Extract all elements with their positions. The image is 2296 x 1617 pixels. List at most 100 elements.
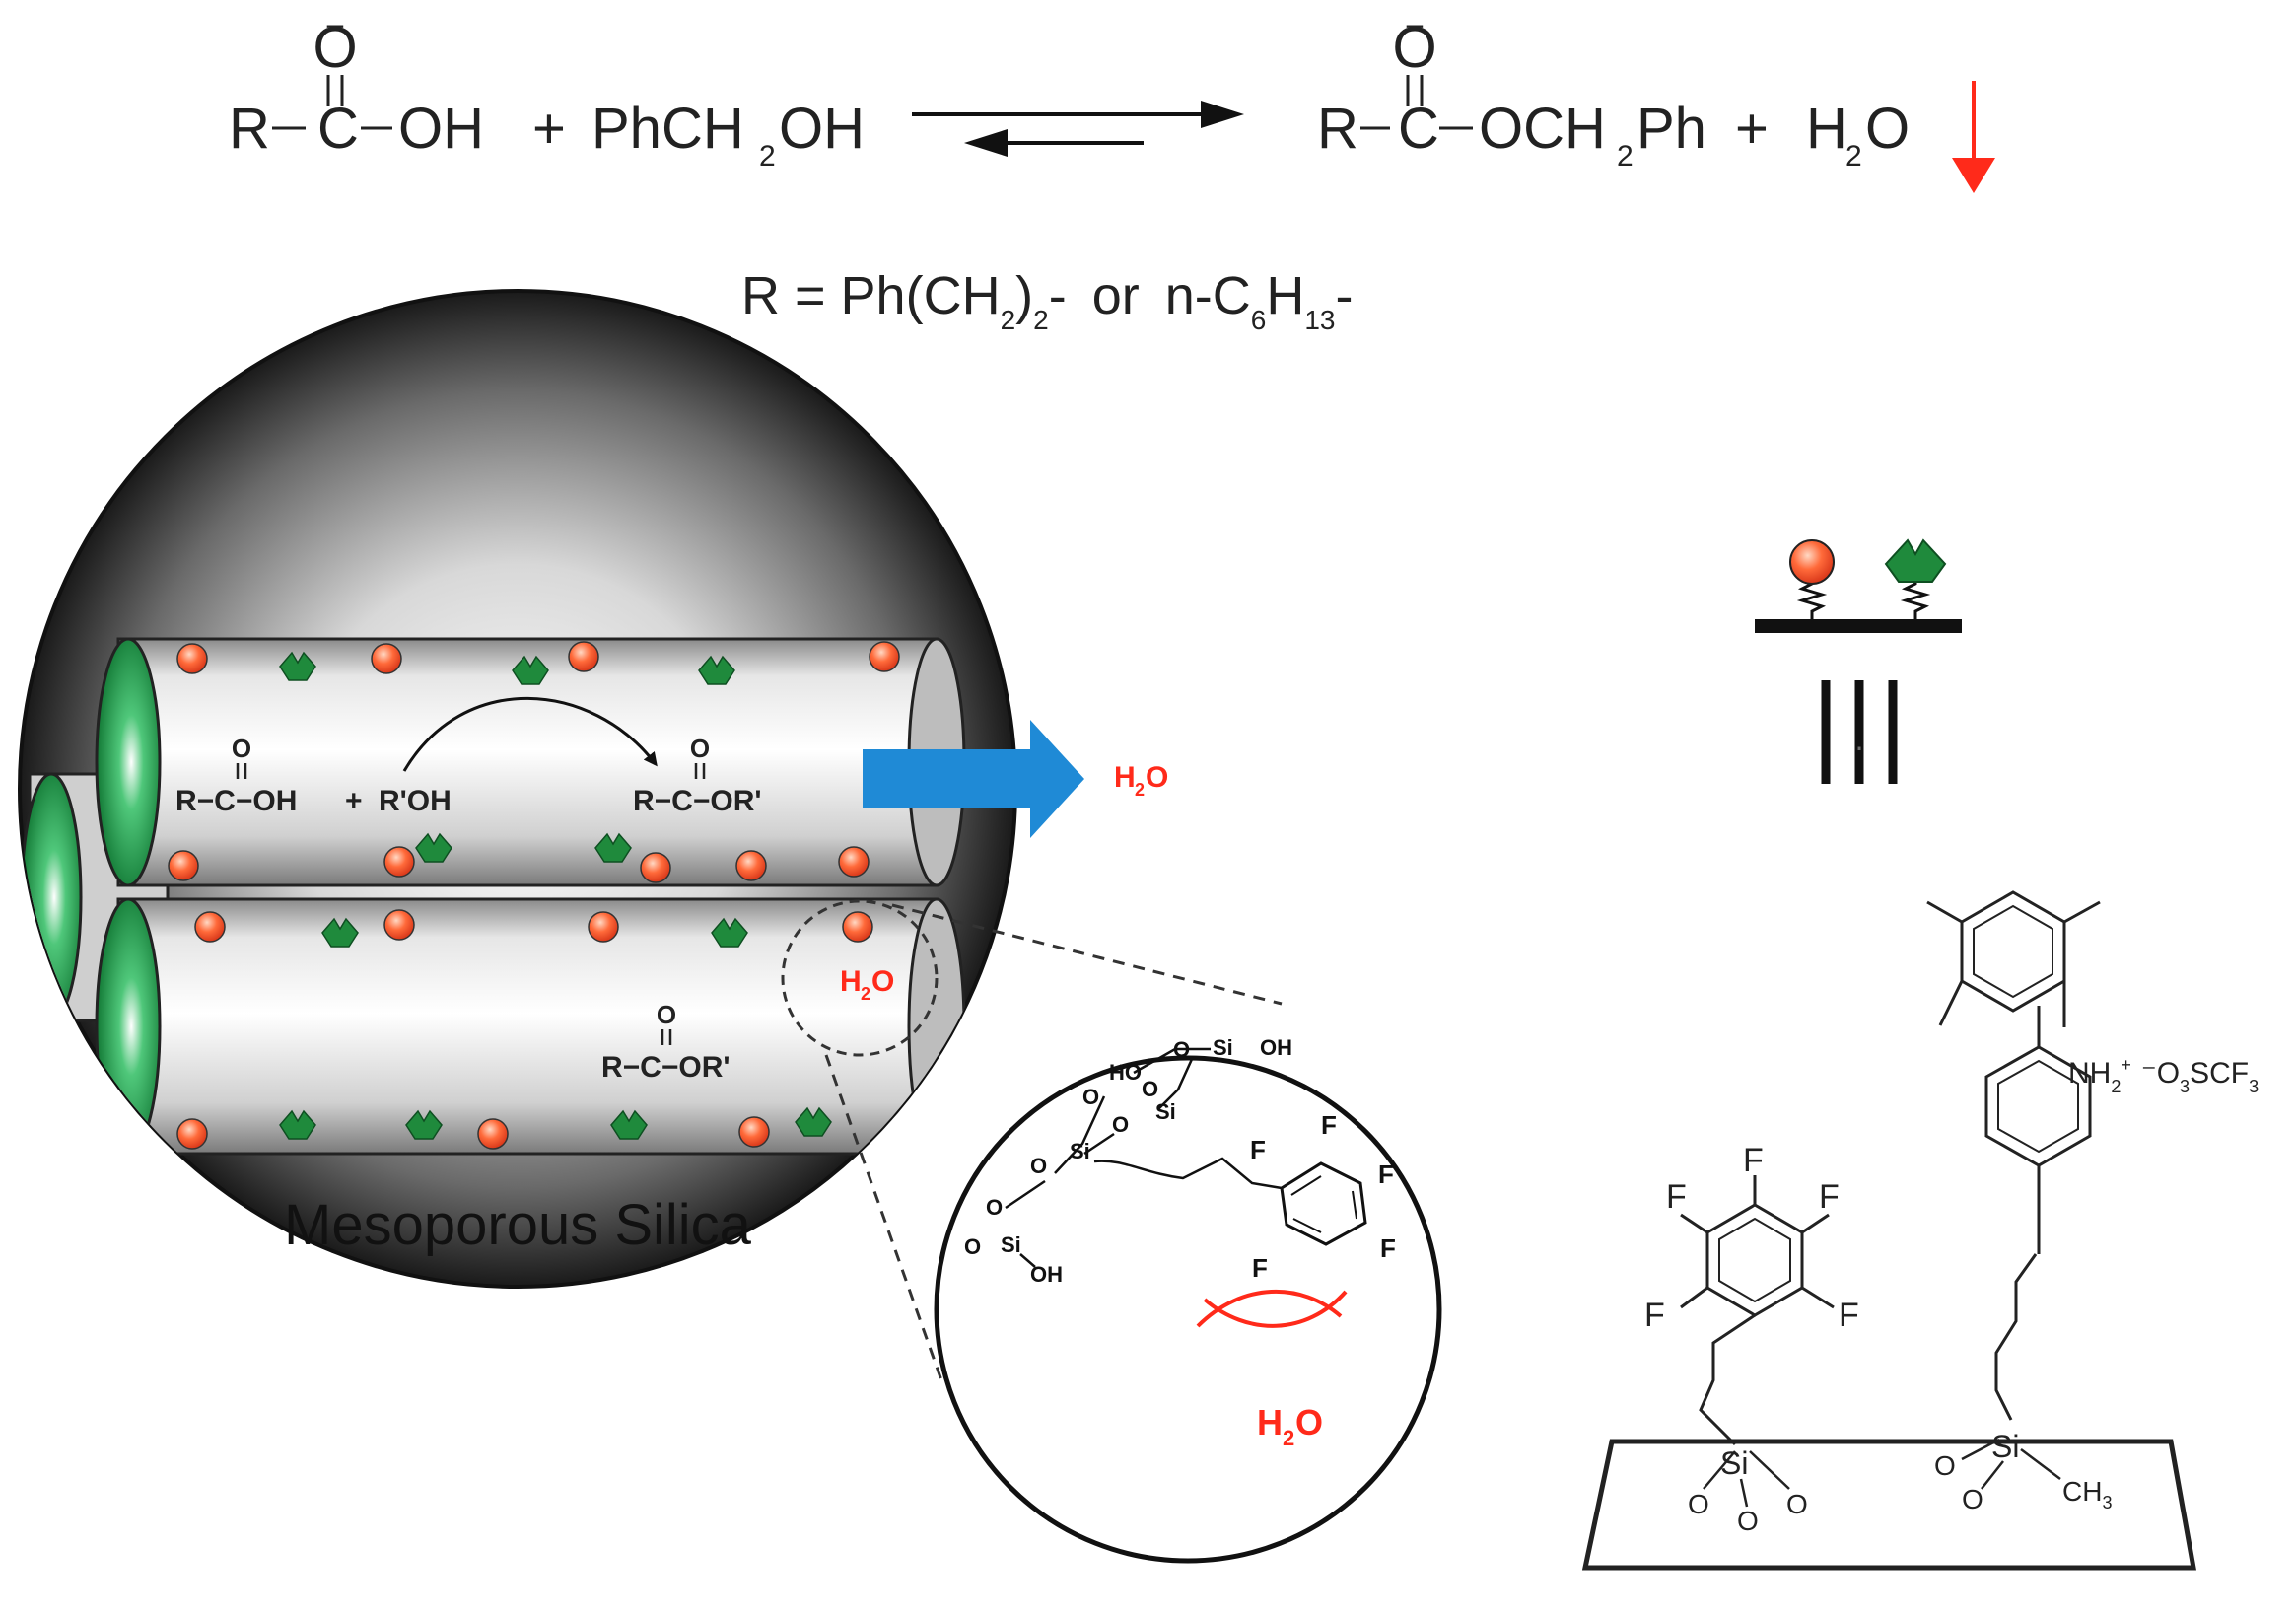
acid-label: R−C−OH [175, 785, 297, 817]
atom-label: O [1112, 1112, 1129, 1137]
hydrophobic-repulsion-icon [1196, 1290, 1348, 1328]
surface-structure [1581, 890, 2196, 1571]
acid-site-icon [383, 909, 415, 941]
oxygen-label: O [1934, 1450, 1956, 1481]
acid-site-icon [869, 641, 900, 672]
mesityl-ring [1960, 890, 2066, 1013]
fluorine-label: F [1819, 1178, 1840, 1216]
water-h: H [1806, 97, 1847, 161]
atom-label: Si [1070, 1139, 1090, 1163]
carbonyl-oxygen: O [1392, 16, 1436, 80]
spring-icon [1900, 578, 1931, 619]
fluorine-label: F [1252, 1253, 1268, 1283]
r-group: R [229, 97, 270, 161]
water-sub: 2 [1283, 1426, 1294, 1450]
subscript: 2 [1617, 140, 1634, 173]
pentafluorophenyl-group: F F F F F [1250, 1110, 1396, 1283]
water-removal-arrow-icon [1952, 81, 1995, 193]
zoom-connector [891, 903, 1283, 1006]
atom-label: O [964, 1234, 981, 1259]
fluorine-label: F [1321, 1110, 1337, 1140]
carbon-atom: C [1398, 97, 1439, 161]
water-sub: 2 [861, 984, 870, 1004]
acid-site-icon [168, 850, 199, 881]
fluorine-label: F [1378, 1160, 1394, 1189]
ester-tail-b: Ph [1636, 97, 1706, 161]
carbonyl-oxygen: O [657, 1000, 676, 1029]
water-product: H 2 O [1806, 97, 1910, 173]
acid-site-icon [176, 643, 208, 674]
acid-site-icon [194, 911, 226, 943]
zoom-water: H 2 O [1257, 1402, 1323, 1450]
pore-ester: O R−C−OR' [601, 1000, 731, 1084]
siloxane-bonds [1703, 1438, 2061, 1508]
fluorine-label: F [1250, 1135, 1266, 1164]
acid-site-icon [383, 846, 415, 878]
fluorine-label: F [1839, 1297, 1859, 1334]
pore-reaction: O R−C−OH + R'OH O R−C−OR' [175, 697, 762, 817]
ester-product: − O R C OCH 2 Ph [1317, 8, 1706, 173]
equivalence-text: ||| [1857, 745, 1860, 750]
expelled-water: H 2 O [1114, 761, 1168, 800]
water-o: O [1865, 97, 1910, 161]
fluorine-label: F [1380, 1233, 1396, 1263]
green-cup-icon [1884, 538, 1947, 583]
alcohol-label: R'OH [379, 785, 452, 817]
hydrophobic-site-icon [512, 655, 549, 685]
oxygen-label: O [1737, 1506, 1759, 1536]
ester-label: R−C−OR' [601, 1051, 731, 1084]
r-group: R [1317, 97, 1358, 161]
acid-site-icon [640, 852, 671, 883]
silica-surface [1581, 1439, 2196, 1571]
carbon-atom: C [317, 97, 359, 161]
benzyl-main: PhCH [591, 97, 744, 161]
atom-label: O [986, 1195, 1003, 1220]
hydroxyl: OH [398, 97, 484, 161]
hydrophobic-site-icon [795, 1106, 832, 1137]
zoom-region-circle [781, 899, 939, 1057]
equilibrium-arrows [912, 101, 1244, 157]
water-sub: 2 [1135, 780, 1145, 800]
atom-label: O [1142, 1077, 1158, 1101]
water-h: H [1114, 761, 1136, 794]
lower-channel [116, 897, 939, 1156]
hydrophobic-site-icon [415, 832, 452, 863]
ester-tail-a: OCH [1479, 97, 1606, 161]
atom-label: O [1030, 1154, 1047, 1178]
hydrophobic-site-icon [711, 917, 748, 948]
atom-label: OH [1260, 1035, 1292, 1060]
acid-site-icon [588, 911, 619, 943]
acid-site-icon [735, 850, 767, 881]
hydrophobic-site-icon [405, 1109, 443, 1140]
atom-label: Si [1213, 1035, 1233, 1060]
carbonyl-oxygen: O [313, 16, 357, 80]
channel-end [95, 897, 162, 1156]
oxygen-label: O [1962, 1484, 1983, 1514]
benzyl-tail: OH [779, 97, 865, 161]
water-sub: 2 [1845, 140, 1862, 173]
upper-channel [116, 637, 939, 887]
mesoporous-silica-label: Mesoporous Silica [284, 1193, 752, 1257]
fluorine-label: F [1666, 1178, 1687, 1216]
pentafluorophenyl-ring [1705, 1203, 1804, 1317]
acid-site-icon [176, 1118, 208, 1150]
methyl-label: CH3 [2062, 1476, 2112, 1512]
oxygen-label: O [1786, 1489, 1808, 1519]
oxygen-label: O [1688, 1489, 1709, 1519]
acid-site-icon [568, 641, 599, 672]
silicon-label: Si [1991, 1429, 2019, 1464]
acid-site-icon [371, 643, 402, 674]
atom-label: O [1082, 1085, 1099, 1109]
acid-site-icon [842, 911, 873, 943]
channel-end [95, 637, 162, 887]
silanol-network: HO Si OH O O Si O O Si O O O Si OH [964, 1035, 1292, 1287]
water-o: O [871, 965, 894, 998]
reaction-curved-arrow-icon [402, 697, 658, 772]
hydrophobic-site-icon [698, 655, 735, 685]
reaction-equation: − O R C OH + PhCH 2 OH − O [229, 8, 1995, 193]
hydrophobic-site-icon [279, 651, 316, 681]
structure-labels: F F F F F NH2+⁻O3SCF3 Si Si CH3 O O O O … [1644, 1055, 2259, 1536]
plus-sign: + [345, 785, 363, 817]
